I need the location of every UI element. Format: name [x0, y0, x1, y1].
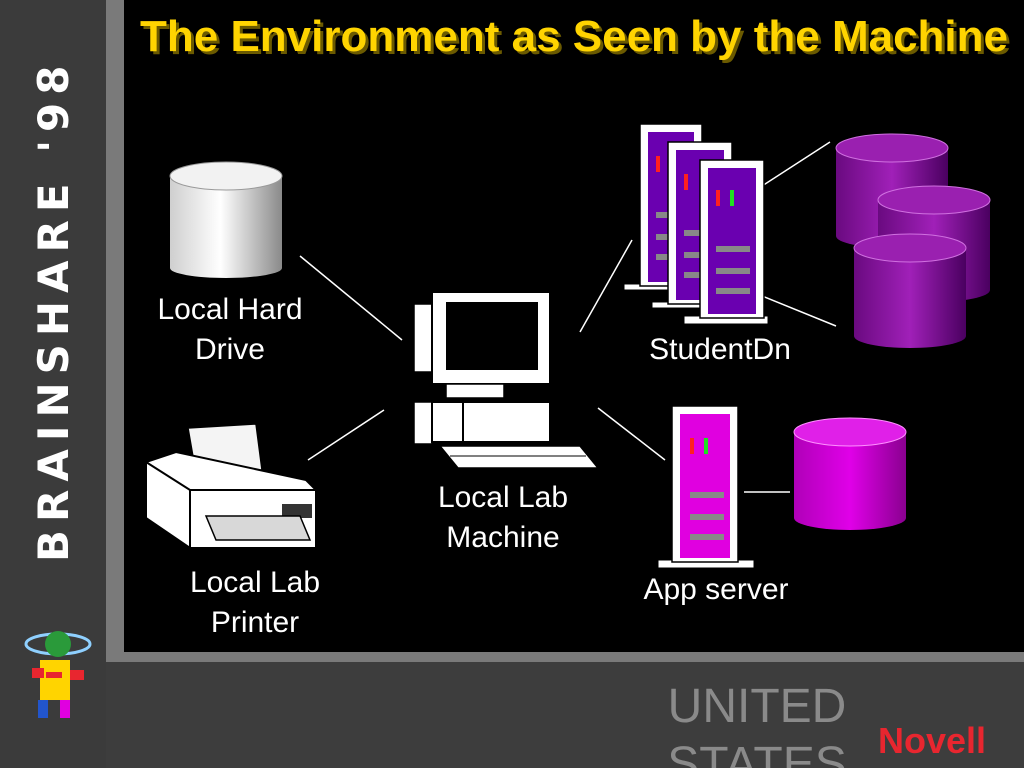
- hard-drive-label: Local Hard Drive: [157, 293, 303, 366]
- footer-band: [106, 662, 1024, 768]
- novell-logo: Novell: [878, 720, 987, 761]
- sidebar: BRAINSHARE '98: [0, 0, 106, 768]
- slide-title: The Environment as Seen by the Machine: [140, 12, 1008, 61]
- printer-icon: [145, 423, 317, 549]
- connector-server-db-top: [761, 141, 831, 187]
- connector-drive-machine: [299, 255, 403, 341]
- app-server-icon: [657, 405, 755, 569]
- app-server-label: App server: [643, 573, 789, 606]
- connector-printer-machine: [307, 409, 385, 461]
- computer-icon: [413, 291, 600, 469]
- printer-label: Local Lab Printer: [189, 566, 321, 639]
- connector-server-db-bottom: [761, 295, 837, 327]
- hard-drive-icon: [169, 161, 283, 278]
- mascot-icon: [24, 631, 92, 718]
- connector-machine-appserver: [597, 407, 666, 461]
- database-stack-icon: [835, 133, 991, 348]
- studentdn-label: StudentDn: [649, 333, 791, 366]
- server-stack-icon: [623, 123, 769, 325]
- country-label: UNITED STATES: [667, 680, 847, 768]
- machine-label: Local Lab Machine: [437, 481, 569, 554]
- app-database-icon: [793, 417, 907, 530]
- connector-machine-studentdn: [579, 239, 633, 333]
